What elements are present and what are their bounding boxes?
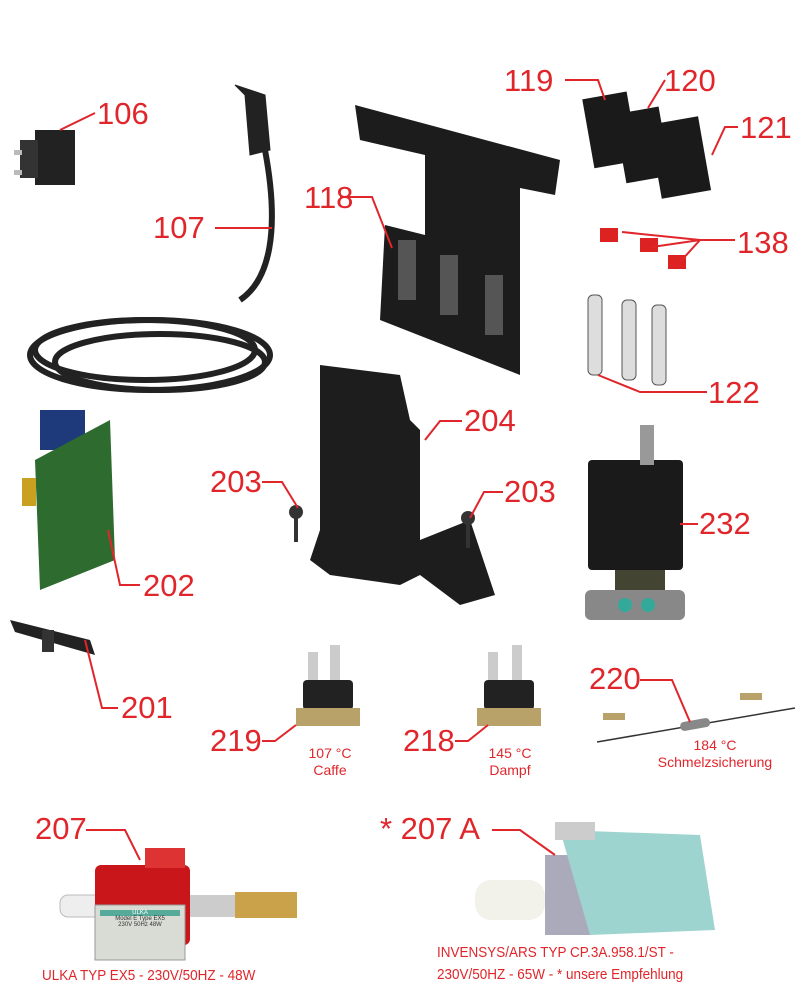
label-122: 122 [708,375,760,410]
label-106: 106 [97,96,149,131]
label-201: 201 [121,690,173,725]
name-220: Schmelzsicherung [657,754,773,770]
temp-219: 107 °C [308,745,352,761]
label-119: 119 [504,63,554,98]
part-232-solenoid-valve [585,425,685,620]
label-207: 207 [35,811,87,846]
label-120: 120 [664,63,716,98]
temp-220: 184 °C [693,737,737,753]
temp-218: 145 °C [488,745,532,761]
part-118-bracket [355,105,560,375]
part-220-thermal-fuse [596,693,796,743]
part-201-plate [10,620,95,655]
ulka-nameplate: ULKA Model E Type EX5 230V 50Hz 48W [100,910,180,928]
label-204: 204 [464,403,516,438]
label-203-left: 203 [210,464,262,499]
label-138: 138 [737,225,789,260]
part-138-caps [600,228,686,269]
label-207a: * 207 A [380,811,480,846]
label-219: 219 [210,723,262,758]
label-218: 218 [403,723,455,758]
part-204-housing [310,365,495,605]
leader-lines [59,79,738,861]
caption-ars-line2: 230V/50HZ - 65W - * unsere Empfehlung [437,966,684,983]
label-107: 107 [153,210,205,245]
label-118: 118 [304,180,354,215]
part-207a-ars-pump [475,822,715,935]
ulka-brand: ULKA [100,910,180,916]
name-219: Caffe [313,762,347,778]
part-106-switch [14,130,75,185]
part-207-ulka-pump [59,848,297,961]
label-121: 121 [740,110,792,145]
part-218-thermostat [477,645,541,726]
label-202: 202 [143,568,195,603]
part-119-121-rocker-switches [582,91,712,199]
name-218: Dampf [489,762,531,778]
ulka-model: Model E Type EX5 [115,916,165,922]
part-122-connectors [587,294,667,386]
caption-ulka: ULKA TYP EX5 - 230V/50HZ - 48W [42,967,256,984]
part-202-circuit-board [22,410,115,590]
label-232: 232 [699,506,751,541]
label-220: 220 [589,661,641,696]
label-203-right: 203 [504,474,556,509]
ulka-spec: 230V 50Hz 48W [118,922,162,928]
caption-ars-line1: INVENSYS/ARS TYP CP.3A.958.1/ST - [437,944,674,961]
part-219-thermostat [296,645,360,726]
part-107-power-cable [27,84,275,393]
